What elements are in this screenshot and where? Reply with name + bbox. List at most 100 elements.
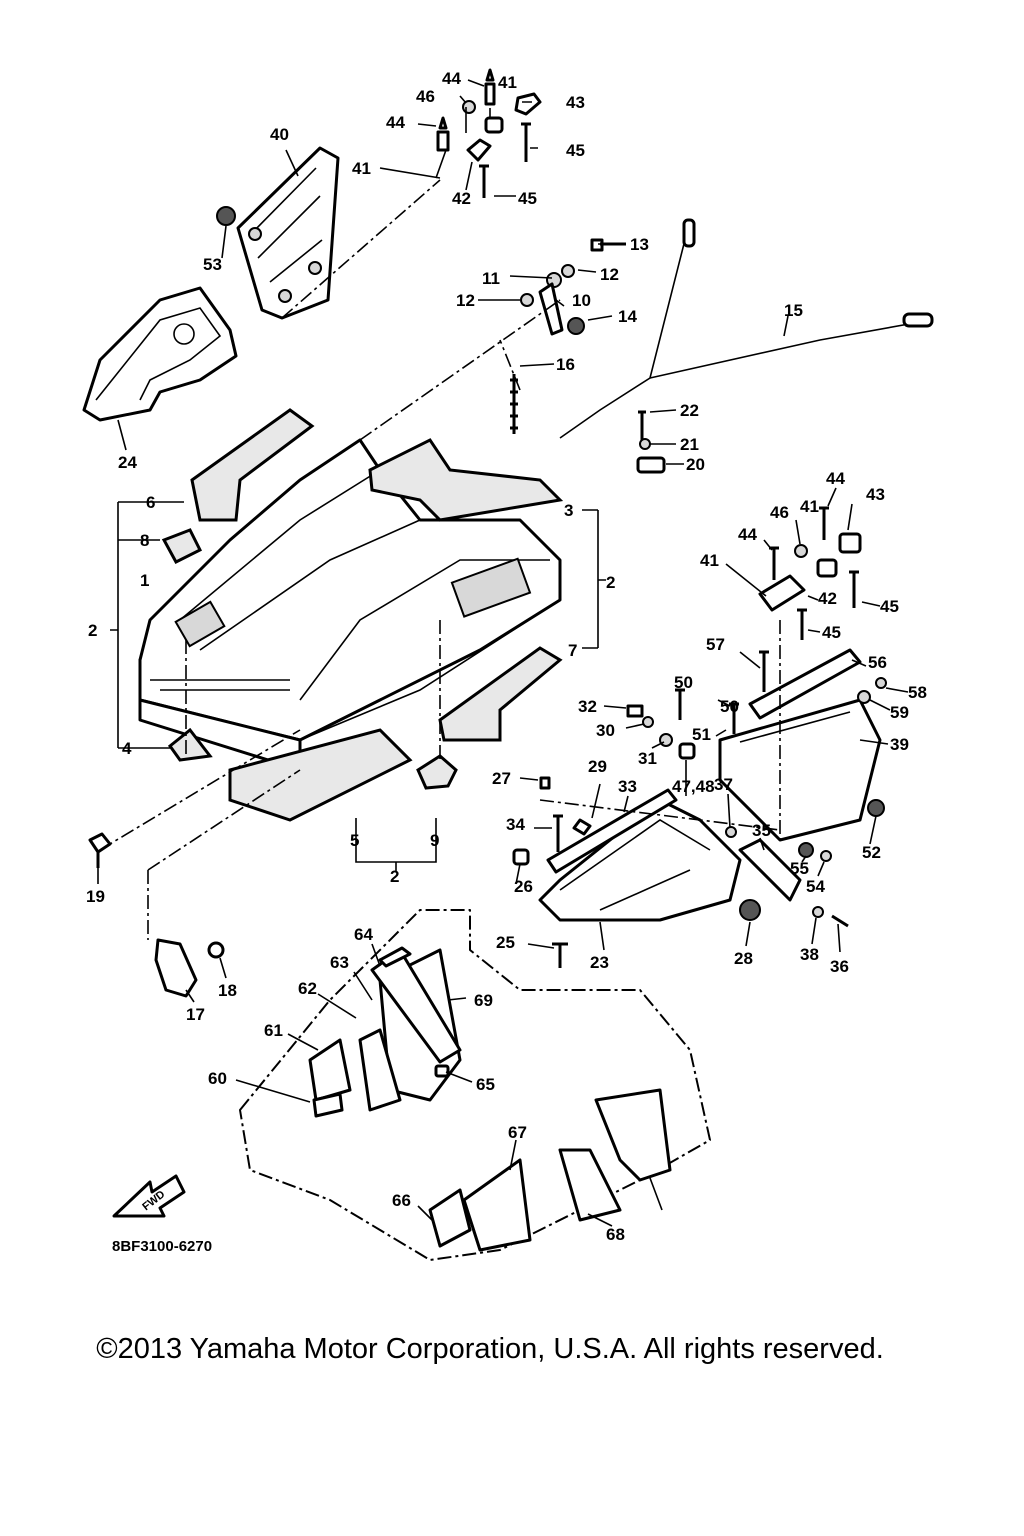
part-label: 20 [686, 455, 705, 474]
part-label: 45 [518, 189, 537, 208]
part-label: 44 [442, 69, 461, 88]
part-3-pad [368, 438, 564, 522]
part-34-screw [553, 814, 563, 852]
part-label: 6 [146, 493, 155, 512]
part-label: 58 [908, 683, 927, 702]
part-label: 42 [452, 189, 471, 208]
part-1-hood [138, 438, 562, 772]
part-label: 45 [880, 597, 899, 616]
part-label: 47,48 [672, 777, 715, 796]
part-label: 2 [390, 867, 399, 886]
parts-diagram: FWD 44 41 46 43 44 45 40 41 42 45 53 13 … [82, 68, 934, 1261]
part-32-clip [626, 704, 644, 718]
part-labels: 44 41 46 43 44 45 40 41 42 45 53 13 11 1… [86, 69, 927, 1244]
part-label: 10 [572, 291, 591, 310]
part-58-washer [857, 690, 871, 704]
top-fastener-group [435, 68, 542, 198]
part-9-pad [416, 754, 458, 790]
part-label: 41 [352, 159, 371, 178]
part-label: 2 [606, 573, 615, 592]
part-15-cable [559, 218, 934, 439]
part-23-console [538, 788, 802, 922]
part-29-bolt [572, 818, 592, 836]
part-label: 68 [606, 1225, 625, 1244]
right-fastener-group [758, 506, 862, 640]
forward-arrow-icon: FWD [112, 1174, 186, 1218]
part-54-grommet [798, 842, 814, 858]
part-51-grommet [867, 799, 885, 817]
part-30-washer [642, 716, 654, 728]
part-label: 53 [203, 255, 222, 274]
part-27-clip [539, 776, 551, 790]
part-label: 15 [784, 301, 803, 320]
part-label: 56 [868, 653, 887, 672]
part-label: 36 [830, 957, 849, 976]
part-label: 24 [118, 453, 137, 472]
part-label: 50 [674, 673, 693, 692]
part-label: 65 [476, 1075, 495, 1094]
part-label: 8 [140, 531, 149, 550]
part-label: 51 [692, 725, 711, 744]
part-52-grommet [216, 206, 236, 226]
part-label: 59 [890, 703, 909, 722]
part-label: 60 [208, 1069, 227, 1088]
lower-body [239, 909, 711, 1261]
part-label: 30 [596, 721, 615, 740]
part-7-pad [438, 646, 563, 742]
part-label: 69 [474, 991, 493, 1010]
part-label: 17 [186, 1005, 205, 1024]
part-label: 62 [298, 979, 317, 998]
part-53-washer [820, 850, 832, 862]
part-36-screw [831, 914, 849, 928]
part-label: 63 [330, 953, 349, 972]
part-22-screw [638, 410, 646, 442]
label-pointers [97, 79, 909, 1227]
part-37-washer [725, 826, 737, 838]
part-6-pad [190, 408, 315, 522]
part-label: 26 [514, 877, 533, 896]
part-label: 54 [806, 877, 825, 896]
part-label: 21 [680, 435, 699, 454]
copyright-notice: ©2013 Yamaha Motor Corporation, U.S.A. A… [96, 1333, 884, 1365]
part-label: 42 [818, 589, 837, 608]
part-17-bracket [154, 938, 198, 998]
part-18-grommet [207, 941, 225, 959]
part-39-panel [718, 698, 882, 842]
part-label: 5 [350, 831, 359, 850]
part-label: 46 [416, 87, 435, 106]
part-label: 11 [482, 269, 500, 288]
part-label: 57 [706, 635, 725, 654]
part-label: 39 [890, 735, 909, 754]
part-4-pad [167, 727, 213, 762]
part-49b-screw [729, 702, 739, 734]
part-label: 45 [566, 141, 585, 160]
part-label: 43 [866, 485, 885, 504]
part-label: 38 [800, 945, 819, 964]
part-label: 66 [392, 1191, 411, 1210]
group-2-brackets [110, 501, 606, 872]
part-label: 27 [492, 769, 511, 788]
part-47-48-nut [678, 742, 696, 760]
part-19-bolt [88, 832, 112, 868]
part-label: 44 [826, 469, 845, 488]
part-label: 41 [498, 73, 517, 92]
part-label: 52 [862, 843, 881, 862]
part-label: 3 [564, 501, 573, 520]
part-31-washer [659, 733, 673, 747]
diagram-code: 8BF3100-6270 [112, 1238, 213, 1255]
part-20-clip [636, 456, 666, 474]
part-label: 18 [218, 981, 237, 1000]
part-label: 32 [578, 697, 597, 716]
part-label: 12 [456, 291, 475, 310]
part-label: 55 [790, 859, 809, 878]
part-5-pad [228, 728, 413, 822]
part-24-cover [82, 286, 238, 422]
part-label: 4 [122, 739, 132, 758]
part-25-screw [552, 942, 568, 968]
part-label: 46 [770, 503, 789, 522]
part-label: 33 [618, 777, 637, 796]
part-label: 41 [800, 497, 819, 516]
part-label: 67 [508, 1123, 527, 1142]
part-label: 16 [556, 355, 575, 374]
part-label: 1 [140, 571, 149, 590]
